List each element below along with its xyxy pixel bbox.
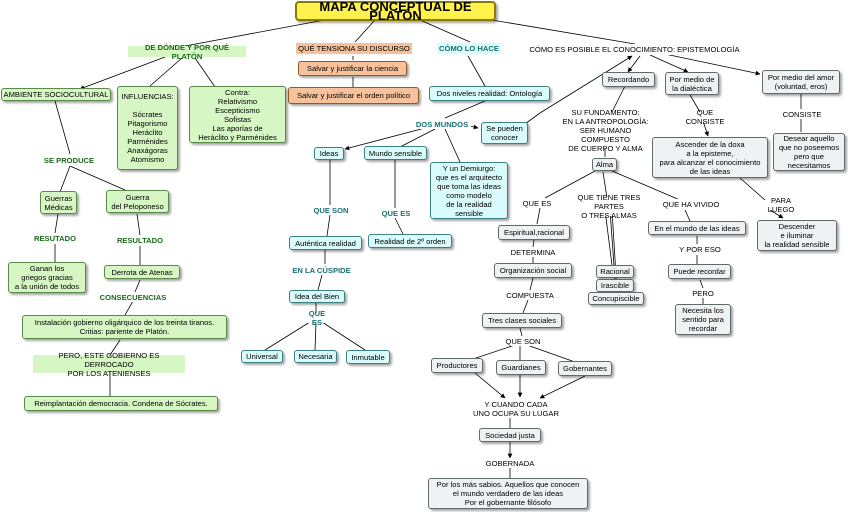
- label-que-son1: QUE SON: [312, 205, 350, 215]
- label-pero-gobierno: PERO, ESTE GOBIERNO ES DERROCADO POR LOS…: [33, 351, 185, 378]
- label-como-hace: CÓMO LO HACE: [437, 43, 501, 54]
- label-dos-mundos: DOS MUNDOS: [413, 119, 471, 129]
- node-se-pueden: Se pueden conocer: [481, 122, 528, 144]
- label-ha-vivido: QUE HA VIVIDO: [661, 199, 721, 209]
- node-salvar-orden: Salvar y justificar el orden político: [288, 87, 419, 104]
- label-por-eso: Y POR ESO: [671, 244, 729, 254]
- node-mundo-ideas: En el mundo de las ideas: [648, 221, 746, 235]
- label-consecuencias: CONSECUENCIAS: [99, 292, 167, 302]
- node-tres-clases: Tres clases sociales: [482, 313, 562, 328]
- node-reimplantacion: Reimplantación democracia. Condena de Só…: [24, 396, 218, 411]
- label-compuesta: COMPUESTA: [505, 290, 555, 300]
- label-posible: CÓMO ES POSIBLE EL CONOCIMIENTO: EPISTEM…: [528, 44, 741, 55]
- node-mas-sabios: Por los más sabios. Aquellos que conocen…: [428, 478, 588, 509]
- label-tres-partes: QUE TIENE TRES PARTES O TRES ALMAS: [561, 193, 657, 220]
- node-demiurgo: Y un Demiurgo: que es el arquitecto que …: [430, 162, 508, 219]
- node-amor: Por medio del amor (voluntad, eros): [762, 70, 840, 94]
- label-que-son2: QUE SON: [504, 336, 542, 346]
- node-guerra-peloponeso: Guerra del Peloponeso: [106, 190, 169, 213]
- node-racional: Racional: [596, 265, 634, 278]
- node-org-social: Organización social: [494, 263, 572, 278]
- node-autentica: Auténtica realidad: [289, 236, 362, 250]
- node-sociedad-justa: Sociedad justa: [479, 428, 541, 442]
- node-guardianes: Guardianes: [496, 360, 546, 375]
- node-influencias: INFLUENCIAS: Sócrates Pitagorismo Herácl…: [117, 86, 178, 170]
- label-resultado2: RESULTADO: [116, 235, 164, 246]
- label-determina: DETERMINA: [510, 247, 556, 257]
- label-cuspide: EN LA CÚSPIDE: [291, 265, 352, 275]
- label-donde: DE DÓNDE Y POR QUÉ PLATÓN: [128, 43, 246, 61]
- node-recordando: Recordando: [602, 72, 655, 87]
- node-desear: Desear aquello que no poseemos pero que …: [773, 133, 845, 171]
- node-mundo-sensible: Mundo sensible: [364, 146, 427, 160]
- label-gobernada: GOBERNADA: [485, 458, 535, 468]
- node-guerras-medicas: Guerras Médicas: [40, 191, 77, 214]
- node-necesaria: Necesaria: [294, 350, 337, 363]
- node-gobernantes: Gobernantes: [558, 361, 612, 376]
- label-para-luego: PARA LUEGO: [756, 196, 806, 214]
- node-necesita: Necesita los sentido para recordar: [675, 304, 731, 335]
- node-salvar-ciencia: Salvar y justificar la ciencia: [298, 61, 407, 76]
- label-que-es2: QUE ES: [302, 309, 332, 327]
- node-espiritual: Espiritual,racional: [498, 225, 570, 240]
- node-realidad2: Realidad de 2º orden: [368, 234, 452, 248]
- node-irascible: Irascible: [596, 279, 634, 292]
- node-puede-recordar: Puede recordar: [668, 264, 731, 279]
- node-derrota: Derrota de Atenas: [104, 265, 180, 279]
- label-que-es1: QUE ES: [380, 208, 412, 218]
- node-inmutable: Inmutable: [346, 350, 390, 364]
- node-ambiente: AMBIENTE SOCIOCULTURAL: [1, 88, 111, 101]
- node-instalacion: Instalación gobierno oligárquico de los …: [22, 315, 227, 339]
- node-idea-bien: Idea del Bien: [289, 290, 345, 303]
- node-alma: Alma: [592, 158, 617, 171]
- label-consiste: CONSISTE: [782, 109, 822, 119]
- label-que-consiste: QUE CONSISTE: [676, 108, 734, 126]
- node-ganan: Ganan los griegos gracias a la unión de …: [8, 262, 86, 293]
- label-pero: PERO: [690, 288, 716, 298]
- node-dos-niveles: Dos niveles realidad: Ontología: [429, 86, 550, 101]
- label-se-produce: SE PRODUCE: [42, 155, 96, 166]
- node-concupiscible: Concupiscible: [588, 292, 644, 305]
- label-resultado1: RESUTADO: [32, 233, 78, 244]
- page-title: MAPA CONCEPTUAL DE PLATÓN: [295, 0, 496, 22]
- node-contra: Contra: Relativismo Escepticismo Sofista…: [189, 86, 286, 143]
- node-descender: Descender e iluminar la realidad sensibl…: [757, 220, 837, 251]
- node-ideas: Ideas: [314, 147, 344, 160]
- node-universal: Universal: [241, 350, 283, 363]
- node-ascender: Ascender de la doxa a la episteme, para …: [652, 137, 768, 178]
- node-dialectica: Por medio de la dialéctica: [665, 72, 719, 95]
- node-productores: Productores: [431, 358, 483, 373]
- label-fundamento: SU FUNDAMENTO: EN LA ANTROPOLOGÍA: SER H…: [554, 108, 657, 153]
- label-cada-uno: Y CUANDO CADA UNO OCUPA SU LUGAR: [470, 399, 562, 418]
- label-que-es3: QUE ES: [520, 198, 554, 208]
- label-tensiona: QUÉ TENSIONA SU DISCURSO: [296, 43, 412, 54]
